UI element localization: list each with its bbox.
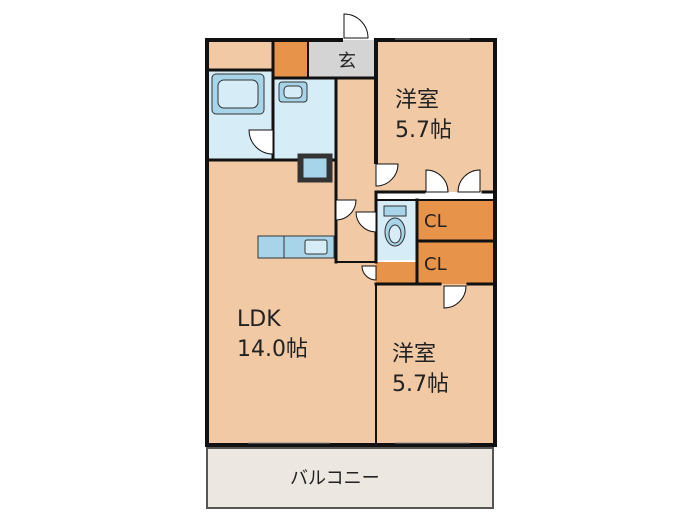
balcony-label: バルコニー (290, 468, 380, 489)
ldk-label: LDK (237, 307, 281, 332)
fixtures (211, 73, 407, 259)
toilet-door (355, 211, 377, 233)
closet-2-label: CL (424, 254, 447, 275)
entrance-door (343, 13, 369, 39)
entrance-label: 玄 (338, 51, 356, 72)
labels: LDK 14.0帖 洋室 5.7帖 洋室 5.7帖 玄 CL CL バルコニー (237, 51, 452, 489)
bathroom-door (248, 129, 274, 155)
closet-1-label: CL (424, 211, 447, 232)
walls (205, 38, 497, 509)
western-top-door (375, 163, 399, 187)
top-storage-floor (207, 40, 273, 70)
ldk-floor (207, 160, 376, 443)
outer-wall (205, 38, 497, 447)
western-room-bottom-floor (376, 284, 493, 443)
ldk-size: 14.0帖 (237, 337, 308, 362)
western-bottom-door (443, 285, 467, 309)
doors (248, 13, 481, 309)
western-top-label: 洋室 (395, 88, 439, 113)
corridor-floor (336, 78, 376, 262)
small-closet-door (361, 265, 377, 281)
closet-door-right (457, 169, 481, 193)
ldk-door (335, 199, 357, 221)
small-closet (376, 262, 417, 284)
western-bottom-size: 5.7帖 (392, 372, 449, 397)
western-top-size: 5.7帖 (395, 118, 452, 143)
closet-door-left (425, 169, 449, 193)
balcony-floor (207, 448, 493, 508)
closet-2 (417, 242, 493, 284)
closet-1 (417, 200, 493, 240)
shoe-closet (273, 40, 308, 78)
western-bottom-label: 洋室 (392, 342, 436, 367)
windows (248, 38, 470, 444)
entrance-floor (308, 40, 376, 78)
toilet-icon (383, 205, 407, 217)
